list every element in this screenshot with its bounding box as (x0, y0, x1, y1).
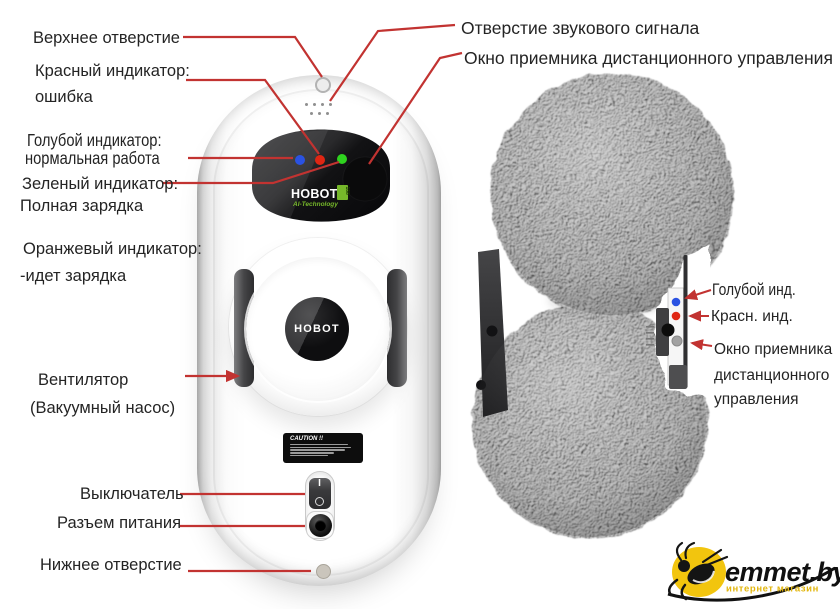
ir-receiver-window (342, 156, 388, 202)
line-rear-ir (690, 339, 713, 351)
blue-indicator-led (295, 155, 305, 165)
label-bottom-hole: Нижнее отверстие (40, 556, 182, 574)
buzzer-hole (310, 112, 313, 115)
panel-reflection (252, 130, 328, 219)
caution-text-line (290, 452, 334, 454)
label-rear-ir-3: управления (714, 391, 799, 408)
buzzer-hole (313, 103, 316, 106)
watermark-name: emmet.by (725, 557, 840, 587)
red-indicator-led (315, 155, 325, 165)
buzzer-hole (326, 112, 329, 115)
line-buzzer (329, 23, 456, 102)
label-rear-blue: Голубой инд. (712, 281, 796, 299)
fan-hub: HOBOT (285, 297, 349, 361)
label-rear-ir-1: Окно приемника (714, 341, 833, 358)
rail-ticks (646, 326, 654, 346)
caution-text-line (290, 443, 349, 445)
watermark-tagline: интернет магазин (726, 584, 819, 595)
power-socket[interactable] (308, 513, 332, 537)
label-orange-indicator-1: Оранжевый индикатор: (23, 240, 202, 258)
label-power: Разъем питания (57, 514, 182, 532)
caution-text-line (290, 449, 346, 451)
caution-sticker: CAUTION !! (283, 433, 363, 463)
line-green-indicator (163, 160, 340, 185)
pad-clip-right (387, 269, 407, 387)
label-blue-indicator-1: Голубой индикатор: (27, 130, 162, 150)
label-rear-red: Красн. инд. (711, 308, 793, 325)
label-buzzer: Отверстие звукового сигнала (461, 18, 700, 38)
line-top-hole (183, 35, 323, 78)
rail-lower-piece (669, 365, 687, 389)
rail-knob (661, 323, 675, 337)
power-switch[interactable]: I (308, 478, 331, 509)
caution-text-line (290, 455, 329, 457)
caution-title: CAUTION !! (290, 436, 323, 442)
bracket-screw (486, 325, 498, 337)
pad-clip-left (234, 269, 254, 387)
store-watermark: emmet.by интернет магазин (667, 541, 840, 602)
switch-off-mark (314, 497, 324, 506)
bottom-hole (316, 564, 331, 579)
pad-top-shading (492, 75, 732, 315)
model-badge (337, 185, 348, 200)
rear-ir-window (671, 335, 683, 347)
rear-blue-led (671, 297, 681, 307)
caution-text-line (290, 446, 351, 448)
model-badge-number: 188 (344, 187, 350, 196)
label-fan-1: Вентилятор (38, 371, 129, 389)
label-ir-window: Окно приемника дистанционного управления (464, 48, 833, 68)
control-panel: HOBOT 188 AI-Technology (252, 129, 390, 222)
bee-swirl (692, 570, 715, 584)
switch-on-mark: I (318, 478, 321, 489)
buzzer-holes-row2 (310, 112, 329, 115)
power-socket-pin (314, 519, 326, 531)
label-green-indicator-1: Зеленый индикатор: (22, 175, 179, 193)
label-rear-ir-2: дистанционного (714, 367, 830, 384)
pad-bottom-shading (474, 305, 706, 537)
label-switch: Выключатель (80, 485, 184, 503)
robot-rear-view (472, 73, 734, 539)
buzzer-hole (321, 103, 324, 106)
buzzer-holes-row1 (305, 103, 332, 106)
line-rear-blue (684, 289, 712, 300)
label-fan-2: (Вакуумный насос) (30, 399, 176, 417)
label-top-hole: Верхнее отверстие (33, 29, 180, 47)
line-red-indicator (186, 78, 320, 155)
rear-red-led (671, 311, 681, 321)
buzzer-hole (318, 112, 321, 115)
line-ir-window (368, 51, 463, 165)
label-orange-indicator-2: -идет зарядка (20, 267, 127, 285)
green-indicator-led (337, 154, 347, 164)
bee-icon (668, 541, 729, 601)
label-red-indicator-2: ошибка (35, 88, 93, 106)
brand-sub: AI-Technology (292, 201, 338, 208)
buzzer-hole (305, 103, 308, 106)
bee-head (678, 560, 690, 572)
label-blue-indicator-2: нормальная работа (25, 148, 160, 168)
brand-logo: HOBOT (291, 187, 338, 201)
label-red-indicator-1: Красный индикатор: (35, 62, 190, 80)
top-hole (315, 77, 331, 93)
rail-dark-edge (683, 255, 688, 388)
buzzer-hole (329, 103, 332, 106)
label-green-indicator-2: Полная зарядка (20, 197, 144, 215)
